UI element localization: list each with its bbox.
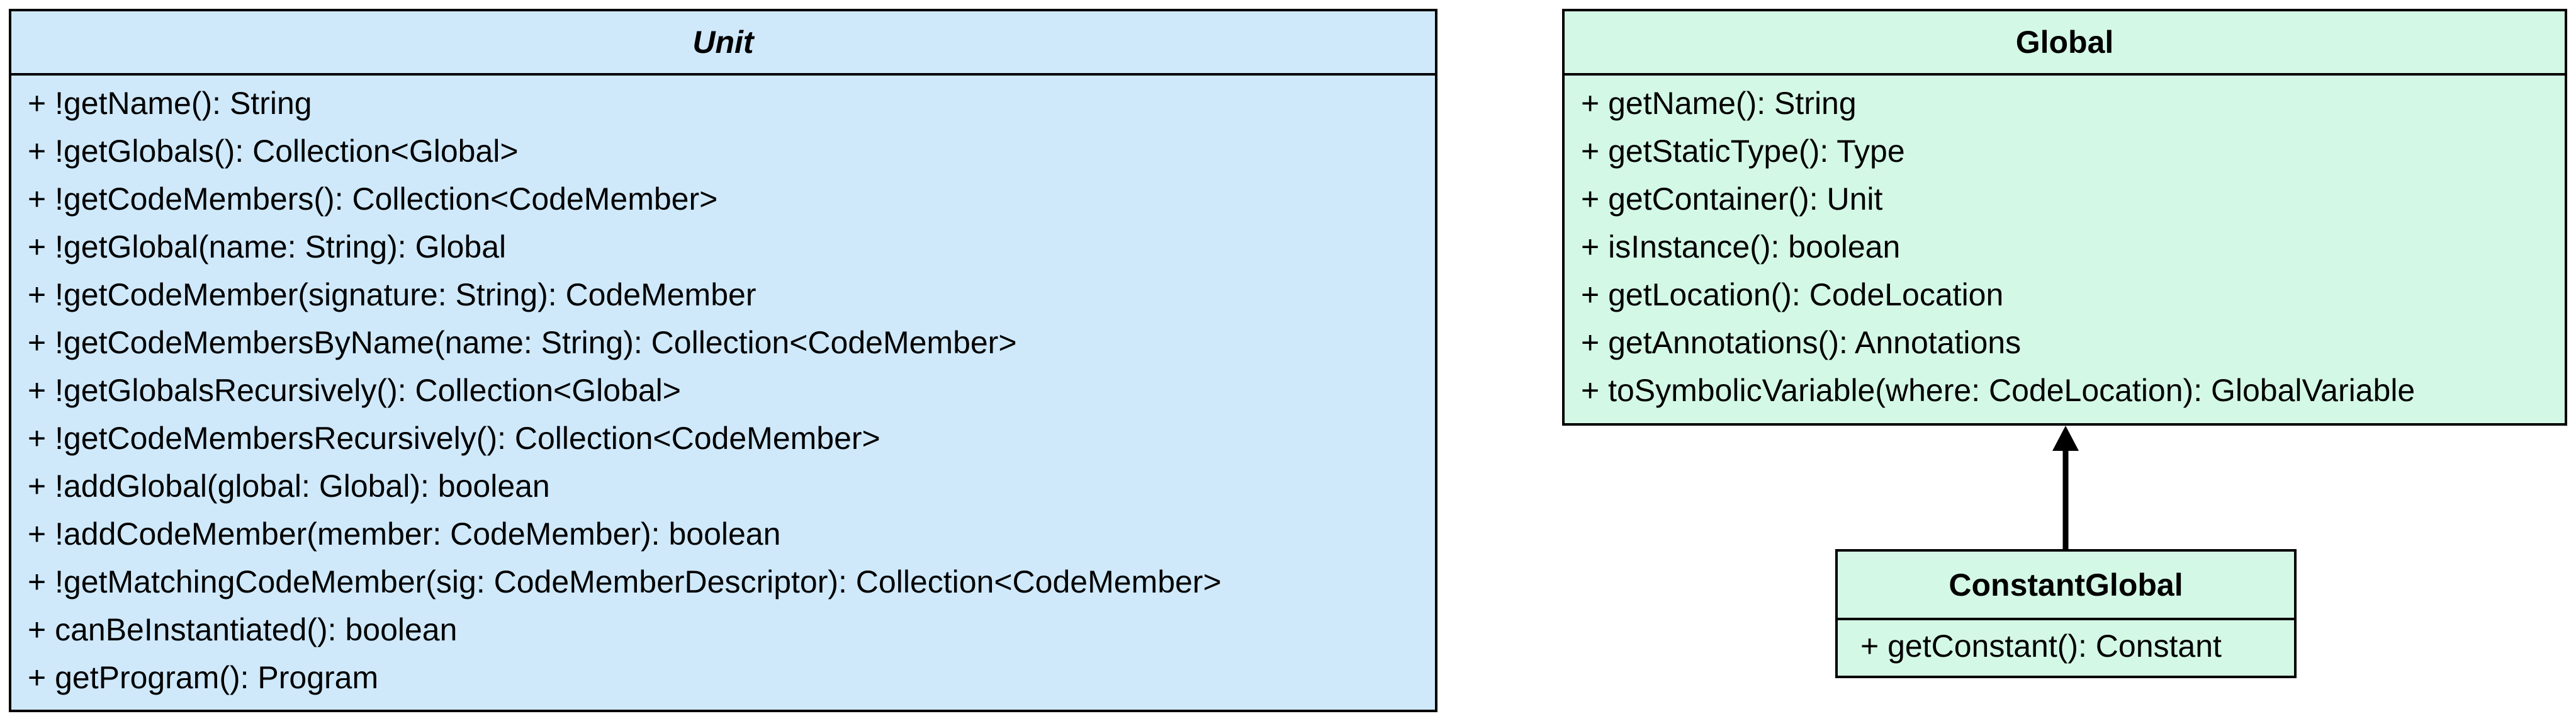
unit-member-get-name: + !getName(): String [28, 86, 312, 121]
unit-member-add-global: + !addGlobal(global: Global): boolean [28, 468, 550, 504]
unit-member-get-global: + !getGlobal(name: String): Global [28, 229, 507, 264]
global-class-name: Global [1565, 11, 2565, 76]
unit-member-list: + !getName(): String + !getGlobals(): Co… [11, 76, 1435, 701]
global-member-is-instance: + isInstance(): boolean [1581, 229, 1901, 264]
unit-member-get-program: + getProgram(): Program [28, 660, 379, 695]
unit-member-get-code-members: + !getCodeMembers(): Collection<CodeMemb… [28, 181, 718, 217]
global-member-get-annotations: + getAnnotations(): Annotations [1581, 325, 2022, 360]
unit-member-get-matching-code-member: + !getMatchingCodeMember(sig: CodeMember… [28, 564, 1222, 599]
global-member-get-container: + getContainer(): Unit [1581, 181, 1883, 217]
unit-member-get-code-member: + !getCodeMember(signature: String): Cod… [28, 277, 756, 312]
unit-member-get-globals: + !getGlobals(): Collection<Global> [28, 133, 519, 169]
constant-global-class-name: ConstantGlobal [1838, 552, 2294, 620]
unit-member-get-globals-recursively: + !getGlobalsRecursively(): Collection<G… [28, 373, 681, 408]
global-member-list: + getName(): String + getStaticType(): T… [1565, 76, 2565, 414]
unit-class-box: Unit + !getName(): String + !getGlobals(… [9, 9, 1437, 712]
global-class-box: Global + getName(): String + getStaticTy… [1562, 9, 2567, 426]
constant-global-class-box: ConstantGlobal + getConstant(): Constant [1835, 549, 2297, 678]
global-member-get-name: + getName(): String [1581, 86, 1857, 121]
global-member-get-static-type: + getStaticType(): Type [1581, 133, 1905, 169]
unit-member-add-code-member: + !addCodeMember(member: CodeMember): bo… [28, 516, 781, 552]
unit-class-name: Unit [11, 11, 1435, 76]
constant-global-member-list: + getConstant(): Constant [1838, 620, 2294, 672]
global-member-get-location: + getLocation(): CodeLocation [1581, 277, 2004, 312]
constant-global-member-get-constant: + getConstant(): Constant [1860, 628, 2222, 664]
unit-member-can-be-instantiated: + canBeInstantiated(): boolean [28, 612, 458, 647]
unit-member-get-code-members-recursively: + !getCodeMembersRecursively(): Collecti… [28, 421, 880, 456]
unit-member-get-code-members-by-name: + !getCodeMembersByName(name: String): C… [28, 325, 1017, 360]
inheritance-arrowhead-icon [2052, 426, 2079, 451]
global-member-to-symbolic-variable: + toSymbolicVariable(where: CodeLocation… [1581, 373, 2416, 408]
